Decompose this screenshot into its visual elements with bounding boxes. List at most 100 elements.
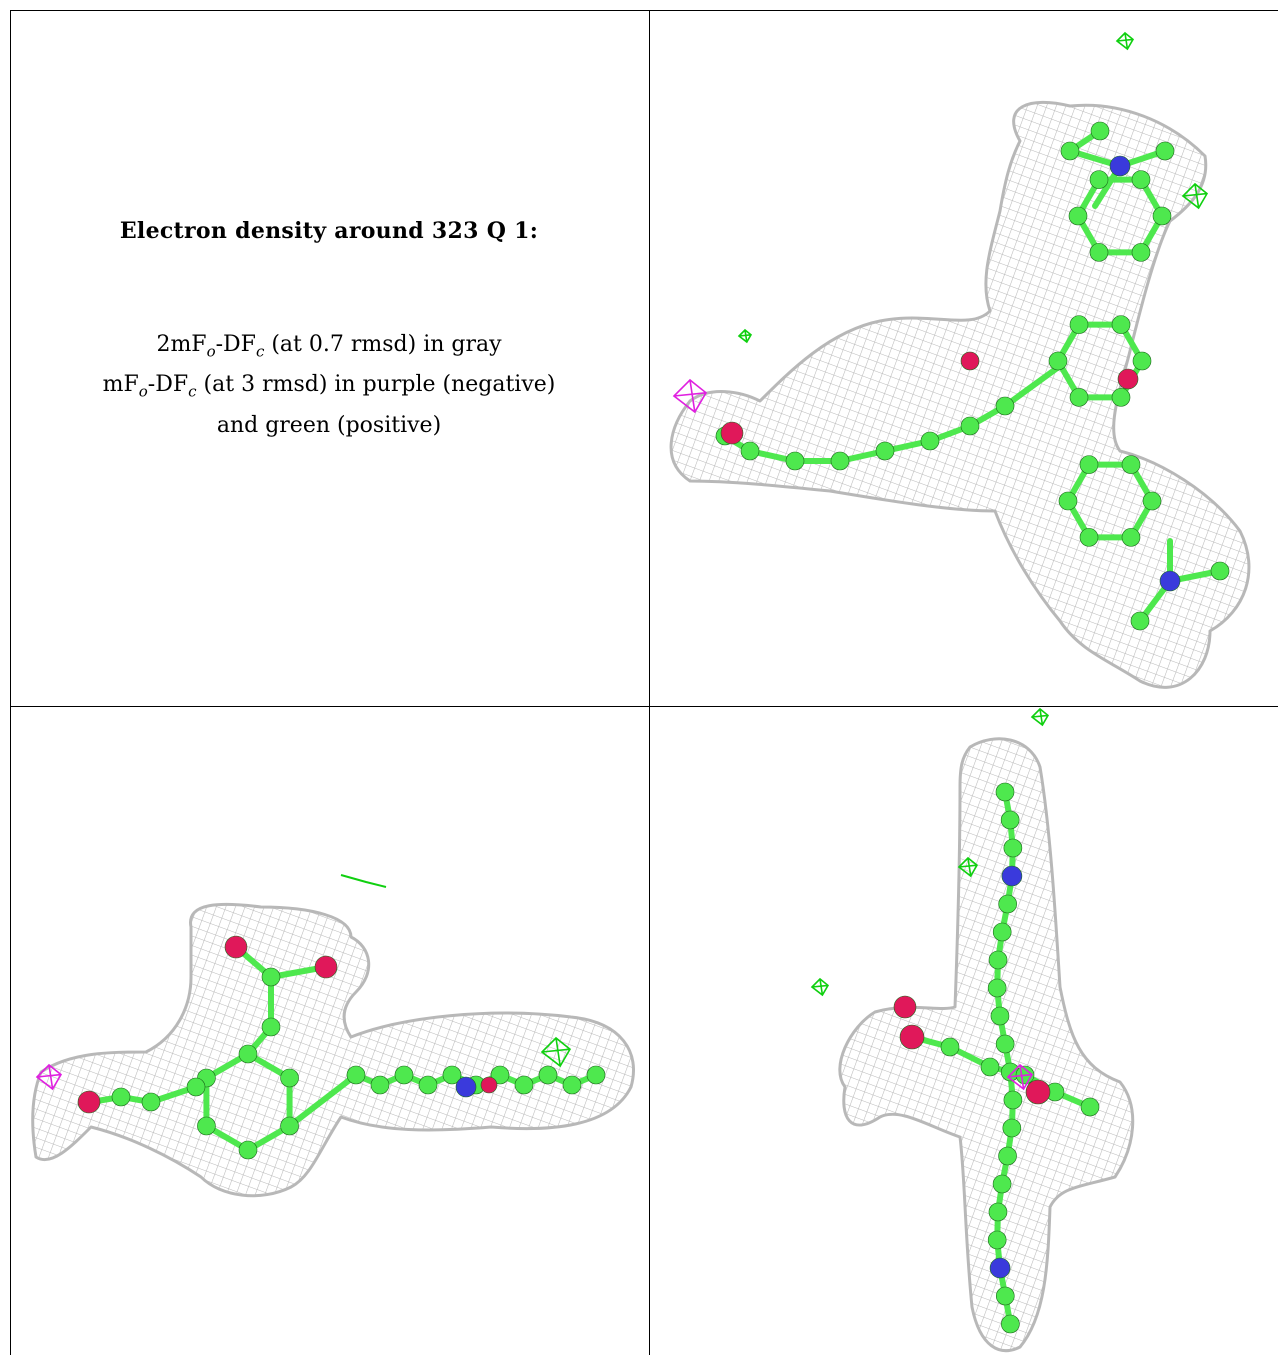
- carbon-atom: [1089, 243, 1109, 262]
- carbon-atom: [1090, 121, 1110, 141]
- carbon-atom: [280, 1116, 299, 1136]
- carbon-atom: [1131, 243, 1151, 262]
- positive-density-blob: [957, 856, 979, 878]
- negative-density-blob: [1006, 1063, 1034, 1091]
- bond: [1002, 363, 1063, 409]
- table-divider-horizontal: [10, 706, 1278, 707]
- positive-density-blob: [1030, 707, 1050, 727]
- carbon-atom: [995, 1034, 1015, 1054]
- carbon-atom: [995, 1286, 1015, 1306]
- carbon-atom: [586, 1065, 606, 1085]
- carbon-atom: [990, 1006, 1010, 1026]
- caption-line-2: mFo-DFc (at 3 rmsd) in purple (negative): [102, 372, 556, 401]
- oxygen-atom: [224, 935, 248, 959]
- carbon-atom: [238, 1140, 258, 1160]
- oxygen-atom: [480, 1076, 498, 1094]
- carbon-atom: [740, 441, 760, 461]
- electron-density-mesh: [838, 737, 1135, 1353]
- carbon-atom: [1001, 1314, 1020, 1334]
- carbon-atom: [1069, 388, 1089, 407]
- carbon-atom: [995, 396, 1015, 416]
- carbon-atom: [992, 1174, 1012, 1194]
- caption-line-1: 2mFo-DFc (at 0.7 rmsd) in gray: [156, 332, 502, 361]
- bond: [286, 1072, 359, 1129]
- carbon-atom: [346, 1065, 366, 1085]
- positive-density-blob: [1181, 182, 1209, 210]
- carbon-atom: [995, 782, 1015, 802]
- density-view-bottom-right: [650, 707, 1278, 1355]
- carbon-atom: [1131, 170, 1151, 189]
- carbon-atom: [1079, 528, 1099, 547]
- carbon-atom: [987, 1230, 1007, 1250]
- nitrogen-atom: [989, 1257, 1011, 1279]
- carbon-atom: [261, 967, 281, 987]
- nitrogen-atom: [1159, 570, 1181, 592]
- oxygen-atom: [77, 1090, 101, 1114]
- carbon-atom: [998, 1146, 1017, 1166]
- carbon-atom: [980, 1057, 1000, 1077]
- oxygen-atom: [899, 1024, 925, 1050]
- density-view-bottom-left: [11, 707, 649, 1355]
- carbon-atom: [442, 1065, 462, 1085]
- positive-density-blob: [540, 1036, 572, 1068]
- molecule-render-bottom-right: [810, 707, 1135, 1353]
- positive-density-blob: [340, 874, 387, 888]
- carbon-atom: [988, 950, 1008, 970]
- carbon-atom: [1048, 351, 1068, 371]
- carbon-atom: [538, 1065, 558, 1085]
- table-border-top: [10, 10, 1278, 11]
- negative-density-blob: [35, 1063, 63, 1091]
- carbon-atom: [238, 1044, 258, 1064]
- carbon-atom: [280, 1068, 299, 1088]
- carbon-atom: [992, 922, 1012, 942]
- carbon-atom: [370, 1075, 390, 1095]
- oxygen-atom: [1025, 1079, 1051, 1105]
- caption-title: Electron density around 323 Q 1:: [119, 218, 539, 244]
- carbon-atom: [988, 1202, 1008, 1222]
- carbon-atom: [1111, 315, 1131, 334]
- oxygen-atom: [1117, 368, 1139, 390]
- carbon-atom: [490, 1065, 510, 1085]
- carbon-atom: [514, 1075, 534, 1095]
- carbon-atom: [418, 1075, 438, 1095]
- carbon-atom: [197, 1116, 216, 1136]
- nitrogen-atom: [455, 1076, 477, 1098]
- carbon-atom: [186, 1077, 206, 1097]
- carbon-atom: [1132, 351, 1152, 371]
- nitrogen-atom: [1109, 155, 1131, 177]
- carbon-atom: [1003, 838, 1023, 858]
- carbon-atom: [1000, 810, 1020, 830]
- carbon-atom: [960, 416, 980, 436]
- carbon-atom: [562, 1075, 582, 1095]
- positive-density-blob: [737, 328, 753, 344]
- carbon-atom: [111, 1087, 131, 1107]
- nitrogen-atom: [1001, 865, 1023, 887]
- carbon-atom: [141, 1092, 161, 1112]
- positive-density-blob: [810, 977, 830, 997]
- caption-line-3: and green (positive): [216, 412, 442, 438]
- carbon-atom: [1060, 141, 1080, 161]
- carbon-atom: [1155, 141, 1175, 161]
- oxygen-atom: [720, 421, 744, 445]
- carbon-atom: [1002, 1118, 1022, 1138]
- carbon-atom: [875, 441, 895, 461]
- positive-density-blob: [1115, 31, 1135, 51]
- caption-cell: Electron density around 323 Q 1: 2mFo-DF…: [10, 10, 648, 705]
- carbon-atom: [785, 451, 805, 471]
- carbon-atom: [1003, 1090, 1023, 1110]
- carbon-atom: [1058, 491, 1078, 511]
- caption-body: 2mFo-DFc (at 0.7 rmsd) in gray mFo-DFc (…: [10, 328, 648, 443]
- carbon-atom: [1152, 206, 1172, 226]
- carbon-atom: [1121, 455, 1141, 474]
- oxygen-atom: [893, 995, 917, 1019]
- carbon-atom: [1130, 611, 1150, 631]
- electron-density-mesh: [669, 100, 1251, 689]
- carbon-atom: [1069, 315, 1089, 334]
- carbon-atom: [987, 978, 1007, 998]
- carbon-atom: [1079, 455, 1099, 474]
- table-border-left: [10, 10, 11, 1355]
- carbon-atom: [998, 894, 1017, 914]
- carbon-atom: [1142, 491, 1162, 511]
- oxygen-atom: [314, 955, 338, 979]
- carbon-atom: [1111, 388, 1131, 407]
